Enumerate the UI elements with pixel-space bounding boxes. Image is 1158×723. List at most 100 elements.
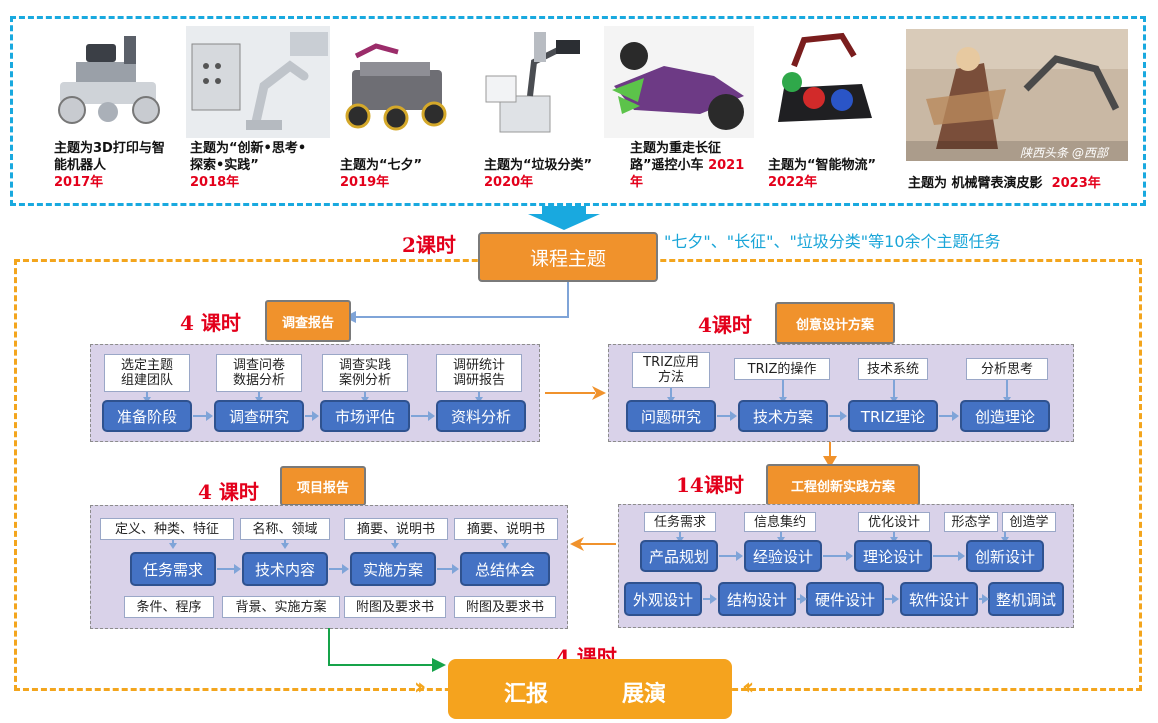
- down-arrow-icon: [1003, 380, 1011, 403]
- final-label-report: 汇报: [504, 682, 549, 707]
- robot-2020-image: [485, 32, 580, 133]
- project-step-4: 总结体会: [460, 552, 550, 586]
- connector-line: [580, 543, 616, 545]
- right-arrow-icon: [703, 594, 717, 604]
- project-step-1: 任务需求: [130, 552, 216, 586]
- final-label-showcase: 展演: [622, 682, 667, 707]
- connector-line: [545, 392, 595, 394]
- creative-hours: 4课时: [698, 313, 752, 337]
- engineering-bottom-step-3: 硬件设计: [806, 582, 884, 616]
- left-arrow-icon: [570, 537, 584, 551]
- creative-tag-1: TRIZ应用 方法: [632, 352, 710, 388]
- down-arrow-icon: [361, 392, 369, 403]
- down-arrow-icon: [169, 540, 177, 549]
- creative-step-4: 创造理论: [960, 400, 1050, 432]
- project-bottom-tag-3: 附图及要求书: [344, 596, 446, 618]
- timeline-caption-2020: 主题为“垃圾分类” 2020年: [484, 158, 593, 190]
- engineering-bottom-step-5: 整机调试: [988, 582, 1064, 616]
- theme-timeline-frame: [10, 16, 1146, 206]
- right-arrow-icon: [329, 564, 349, 574]
- creative-step-1: 问题研究: [626, 400, 716, 432]
- right-arrow-icon: [719, 551, 743, 561]
- robot-2019-image: [345, 43, 447, 131]
- engineering-tag-5: 创造学: [1002, 512, 1056, 532]
- project-hours: 4 课时: [198, 480, 259, 504]
- down-arrow-icon: [823, 456, 837, 468]
- photo-watermark: 陕西头条 @西部: [1020, 146, 1108, 160]
- down-arrow-icon: [676, 532, 684, 543]
- engineering-tag-1: 任务需求: [644, 512, 716, 532]
- survey-title: 调查报告: [265, 300, 351, 342]
- survey-tag-4: 调研统计 调研报告: [436, 354, 522, 392]
- down-arrow-icon: [143, 392, 151, 403]
- project-top-tag-2: 名称、领域: [240, 518, 330, 540]
- down-arrow-icon: [890, 532, 898, 543]
- survey-step-3: 市场评估: [320, 400, 410, 432]
- down-arrow-icon: [391, 540, 399, 549]
- course-theme-note: "七夕"、"长征"、"垃圾分类"等10余个主题任务: [664, 232, 1001, 251]
- timeline-caption-2019: 主题为“七夕”2019年: [340, 158, 423, 190]
- project-step-2: 技术内容: [242, 552, 328, 586]
- down-arrow-icon: [528, 206, 600, 230]
- engineering-title: 工程创新实践方案: [766, 464, 920, 506]
- creative-title: 创意设计方案: [775, 302, 895, 344]
- engineering-tag-2: 信息集约: [744, 512, 816, 532]
- down-arrow-icon: [890, 380, 898, 403]
- engineering-bottom-step-2: 结构设计: [718, 582, 796, 616]
- down-arrow-icon: [281, 540, 289, 549]
- engineering-hours: 14课时: [676, 473, 744, 497]
- robot-2017-image: [58, 36, 160, 124]
- survey-step-2: 调查研究: [214, 400, 304, 432]
- connector-line: [829, 442, 831, 458]
- creative-step-3: TRIZ理论: [848, 400, 938, 432]
- creative-step-2: 技术方案: [738, 400, 828, 432]
- project-step-3: 实施方案: [350, 552, 436, 586]
- right-arrow-icon: [217, 564, 241, 574]
- final-box: [448, 659, 732, 719]
- survey-tag-3: 调查实践 案例分析: [322, 354, 408, 392]
- robot-2022-image: [778, 32, 872, 122]
- engineering-bottom-step-4: 软件设计: [900, 582, 978, 616]
- right-arrow-icon: [411, 411, 435, 421]
- right-arrow-icon: [885, 594, 899, 604]
- right-arrow-icon: [592, 386, 606, 400]
- survey-step-1: 准备阶段: [102, 400, 192, 432]
- timeline-caption-2018: 主题为“创新•思考•探索•实践”2018年: [190, 141, 307, 190]
- down-arrow-icon: [777, 532, 785, 543]
- down-arrow-icon: [501, 540, 509, 549]
- engineering-tag-3: 优化设计: [858, 512, 930, 532]
- project-top-tag-3: 摘要、说明书: [344, 518, 448, 540]
- engineering-step-3: 理论设计: [854, 540, 932, 572]
- right-arrow-icon: [933, 551, 965, 561]
- robot-2023-photo: [906, 29, 1128, 161]
- right-arrow-icon: [432, 658, 446, 672]
- right-arrow-icon: [979, 594, 989, 604]
- timeline-caption-2023: 主题为 机械臂表演皮影 2023年: [908, 176, 1101, 191]
- connector-line: [352, 316, 569, 318]
- project-top-tag-1: 定义、种类、特征: [100, 518, 234, 540]
- project-bottom-tag-1: 条件、程序: [124, 596, 214, 618]
- down-arrow-icon: [667, 388, 675, 403]
- right-arrow-icon: [437, 564, 459, 574]
- robot-2021-image: [604, 26, 754, 138]
- timeline-caption-2021: 主题为重走长征路”遥控小车 2021年: [630, 141, 745, 190]
- creative-tag-3: 技术系统: [858, 358, 928, 380]
- survey-step-4: 资料分析: [436, 400, 526, 432]
- project-top-tag-4: 摘要、说明书: [454, 518, 558, 540]
- project-title: 项目报告: [280, 466, 366, 506]
- right-arrow-icon: [939, 411, 959, 421]
- timeline-caption-2022: 主题为“智能物流”2022年: [768, 158, 877, 190]
- right-arrow-icon: [193, 411, 213, 421]
- right-arrow-icon: [797, 594, 807, 604]
- right-arrow-icon: [305, 411, 319, 421]
- course-theme-hours: 2课时: [402, 233, 456, 257]
- connector-line: [328, 664, 436, 666]
- right-arrow-icon: [829, 411, 847, 421]
- connector-line: [567, 282, 569, 318]
- right-arrow-icon: [823, 551, 853, 561]
- double-chevron-right-icon: ››: [414, 675, 426, 700]
- project-bottom-tag-2: 背景、实施方案: [222, 596, 340, 618]
- survey-tag-2: 调查问卷 数据分析: [216, 354, 302, 392]
- down-arrow-icon: [1001, 532, 1009, 543]
